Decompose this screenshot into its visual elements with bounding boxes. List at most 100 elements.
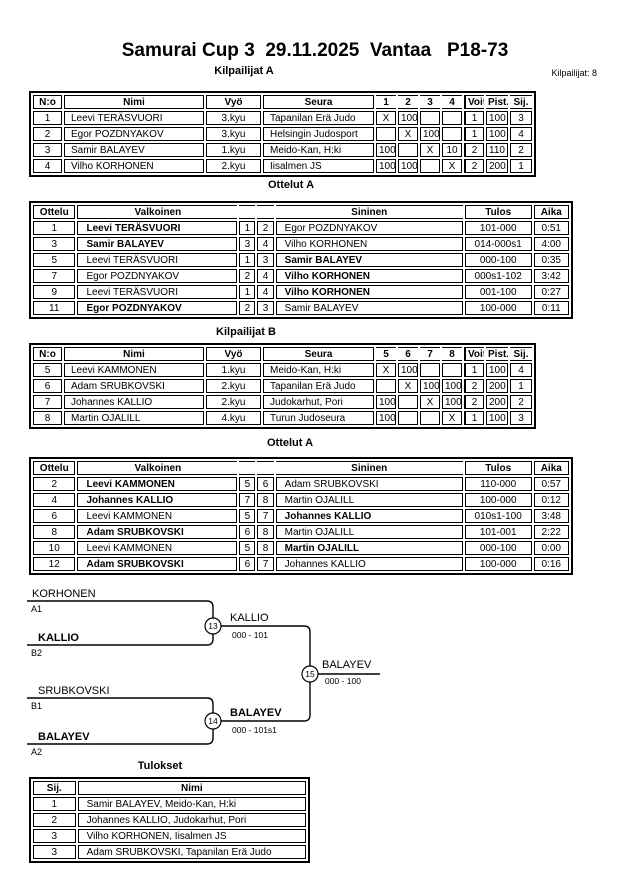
final-winner: BALAYEV (322, 659, 372, 671)
result-row: 3 Vilho KORHONEN, Iisalmen JS (33, 829, 306, 843)
match-14-circle (204, 712, 222, 730)
match-row: 2 Leevi KAMMONEN 5 6 Adam SRUBKOVSKI 110… (33, 477, 569, 491)
bracket-entrant-kallio: KALLIO (38, 632, 79, 644)
cell-no: 6 (33, 379, 62, 393)
match-row: 11 Egor POZDNYAKOV 2 3 Samir BALAYEV 100… (33, 301, 569, 315)
cell-name: Egor POZDNYAKOV (64, 127, 204, 141)
cell-r1: 100 (376, 395, 396, 409)
match-row: 5 Leevi TERÄSVUORI 1 3 Samir BALAYEV 000… (33, 253, 569, 267)
cell-club: Helsingin Judosport (263, 127, 374, 141)
match-no: 3 (33, 237, 76, 251)
cell-r4: X (442, 411, 462, 425)
time: 0:51 (533, 221, 569, 235)
white-name: Adam SRUBKOVSKI (77, 525, 238, 539)
cell-r2: X (398, 379, 418, 393)
cell-place: 1 (510, 379, 532, 393)
section-heading-group-b: Kilpailijat B (216, 326, 276, 338)
cell-name: Johannes KALLIO, Judokarhut, Pori (77, 813, 306, 827)
table-row: 5 Leevi KAMMONEN 1.kyu Meido-Kan, H:ki X… (33, 363, 532, 377)
cell-r1: 100 (376, 411, 396, 425)
time: 0:11 (533, 301, 569, 315)
match-no: 9 (33, 285, 76, 299)
cell-name: Leevi KAMMONEN (64, 363, 204, 377)
white-name: Egor POZDNYAKOV (77, 301, 238, 315)
cell-name: Adam SRUBKOVSKI (64, 379, 204, 393)
final-bracket: 13 14 15 KORHONEN A1 KALLIO B2 KALLIO 00… (27, 588, 380, 757)
col-no: N:o (33, 95, 62, 109)
results-table: Sij. Nimi 1 Samir BALAYEV, Meido-Kan, H:… (29, 777, 310, 863)
cell-r4 (442, 111, 462, 125)
cell-no: 3 (33, 143, 62, 157)
cell-name: Vilho KORHONEN (64, 159, 204, 173)
cell-place: 4 (510, 363, 532, 377)
col-time: Aika (533, 461, 569, 475)
cell-r4: 10 (442, 143, 462, 157)
cell-place: 3 (33, 845, 76, 859)
match-13-number: 13 (208, 621, 218, 631)
cell-r2 (398, 143, 418, 157)
cell-wins: 1 (464, 363, 484, 377)
cell-no: 7 (33, 395, 62, 409)
cell-r2: 100 (398, 363, 418, 377)
col-place: Sij. (33, 781, 76, 795)
col-p1: 1 (376, 95, 396, 109)
semi1-score: 000 - 101 (232, 630, 268, 640)
match-15-number: 15 (305, 669, 315, 679)
cell-name: Samir BALAYEV, Meido-Kan, H:ki (77, 797, 306, 811)
cell-name: Johannes KALLIO (64, 395, 204, 409)
score: 100-000 (464, 557, 532, 571)
match-no: 12 (33, 557, 76, 571)
cell-points: 100 (486, 111, 508, 125)
white-no: 1 (239, 253, 256, 267)
cell-name: Adam SRUBKOVSKI, Tapanilan Erä Judo (77, 845, 306, 859)
semi2-score: 000 - 101s1 (232, 725, 277, 735)
cell-club: Meido-Kan, H:ki (263, 143, 374, 157)
white-name: Leevi KAMMONEN (77, 509, 238, 523)
cell-no: 8 (33, 411, 62, 425)
header-row: Sij. Nimi (33, 781, 306, 795)
time: 0:00 (533, 541, 569, 555)
cell-club: Tapanilan Erä Judo (263, 379, 374, 393)
match-no: 4 (33, 493, 76, 507)
white-no: 5 (239, 541, 256, 555)
cell-no: 4 (33, 159, 62, 173)
cell-r3 (420, 363, 440, 377)
match-no: 10 (33, 541, 76, 555)
pool-table-a: N:o Nimi Vyö Seura 1 2 3 4 Voit. Pist. S… (29, 91, 536, 177)
time: 0:57 (533, 477, 569, 491)
match-13-circle (204, 617, 222, 635)
col-name: Nimi (77, 781, 306, 795)
score: 001-100 (464, 285, 532, 299)
match-no: 1 (33, 221, 76, 235)
blue-no: 2 (257, 221, 274, 235)
blue-name: Martin OJALILL (275, 493, 463, 507)
cell-no: 1 (33, 111, 62, 125)
cell-r2: 100 (398, 111, 418, 125)
section-heading-group-a: Kilpailijat A (214, 65, 274, 77)
col-p2: 2 (398, 95, 418, 109)
blue-name: Samir BALAYEV (275, 253, 463, 267)
cell-belt: 2.kyu (206, 395, 261, 409)
blue-name: Johannes KALLIO (275, 509, 463, 523)
blue-no: 7 (257, 557, 274, 571)
table-row: 8 Martin OJALILL 4.kyu Turun Judoseura 1… (33, 411, 532, 425)
match-row: 7 Egor POZDNYAKOV 2 4 Vilho KORHONEN 000… (33, 269, 569, 283)
cell-belt: 3.kyu (206, 111, 261, 125)
time: 0:16 (533, 557, 569, 571)
match-no: 5 (33, 253, 76, 267)
blue-no: 3 (257, 301, 274, 315)
cell-name: Leevi TERÄSVUORI (64, 111, 204, 125)
cell-wins: 2 (464, 159, 484, 173)
white-no: 1 (239, 285, 256, 299)
col-p7: 7 (420, 347, 440, 361)
header-row: N:o Nimi Vyö Seura 1 2 3 4 Voit. Pist. S… (33, 95, 532, 109)
cell-belt: 1.kyu (206, 363, 261, 377)
cell-r4 (442, 127, 462, 141)
header-row: Ottelu Valkoinen Sininen Tulos Aika (33, 461, 569, 475)
col-name: Nimi (64, 347, 204, 361)
match-no: 6 (33, 509, 76, 523)
time: 3:42 (533, 269, 569, 283)
match-15-circle (301, 665, 319, 683)
cell-place: 3 (33, 829, 76, 843)
cell-wins: 2 (464, 379, 484, 393)
